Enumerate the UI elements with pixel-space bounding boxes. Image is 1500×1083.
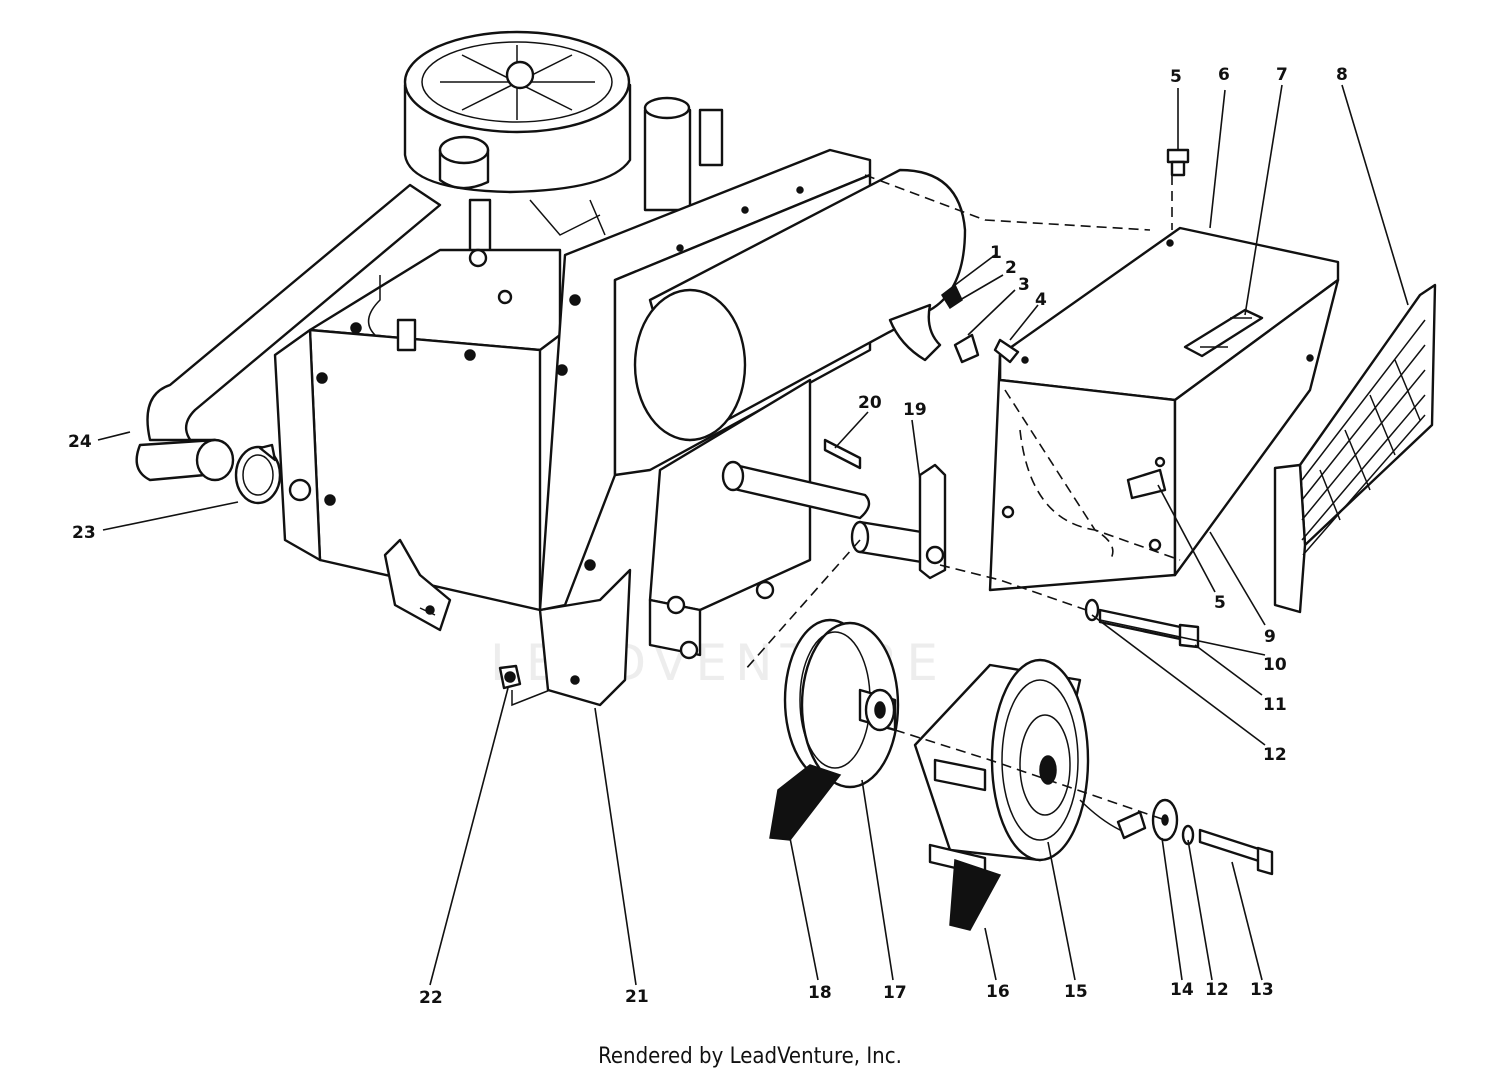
- callout-5-top: 5: [1170, 67, 1182, 87]
- callout-1: 1: [990, 243, 1002, 263]
- engine-block-drawing: [273, 248, 632, 707]
- spark-screen-drawing: [1273, 283, 1437, 614]
- carburetor-drawing: [468, 96, 724, 262]
- nut-22-drawing: [498, 664, 551, 707]
- callout-18: 18: [808, 983, 832, 1003]
- callout-3: 3: [1018, 275, 1030, 295]
- callout-22: 22: [419, 988, 443, 1008]
- callout-14: 14: [1170, 980, 1194, 1000]
- callout-15: 15: [1064, 982, 1088, 1002]
- footer-credit: Rendered by LeadVenture, Inc.: [598, 1044, 902, 1069]
- callout-13: 13: [1250, 980, 1274, 1000]
- callout-8: 8: [1336, 65, 1348, 85]
- belt-18-drawing: [769, 764, 842, 841]
- callout-7: 7: [1276, 65, 1288, 85]
- muffler-drawing: [633, 168, 967, 442]
- callout-2: 2: [1005, 258, 1017, 278]
- callout-4: 4: [1035, 290, 1047, 310]
- callout-24: 24: [68, 432, 92, 452]
- hose-clamp-drawing: [234, 443, 282, 505]
- callout-11: 11: [1263, 695, 1287, 715]
- callout-9: 9: [1264, 627, 1276, 647]
- callout-17: 17: [883, 983, 907, 1003]
- callout-10: 10: [1263, 655, 1287, 675]
- callout-labels: 1 2 3 4 5 6 7 8 5 9 10 11 12 12 13 14 15…: [68, 65, 1348, 1008]
- assembly-lines: [744, 174, 1173, 821]
- callout-6: 6: [1218, 65, 1230, 85]
- callout-20: 20: [858, 393, 882, 413]
- electric-clutch-drawing: [913, 658, 1147, 931]
- callout-5-lower: 5: [1214, 593, 1226, 613]
- callout-16: 16: [986, 982, 1010, 1002]
- pulley-drawing: [783, 618, 900, 789]
- callout-19: 19: [903, 400, 927, 420]
- fuel-hose-drawing: [135, 183, 442, 482]
- callout-12-upper: 12: [1263, 745, 1287, 765]
- air-cleaner-drawing: [403, 30, 632, 194]
- callout-21: 21: [625, 987, 649, 1007]
- hardware-drawing: [941, 148, 1274, 876]
- exhaust-shroud-drawing: [988, 226, 1340, 592]
- engine-plate-drawing: [648, 378, 947, 660]
- leader-lines: [97, 84, 1409, 986]
- callout-12-lower: 12: [1205, 980, 1229, 1000]
- callout-23: 23: [72, 523, 96, 543]
